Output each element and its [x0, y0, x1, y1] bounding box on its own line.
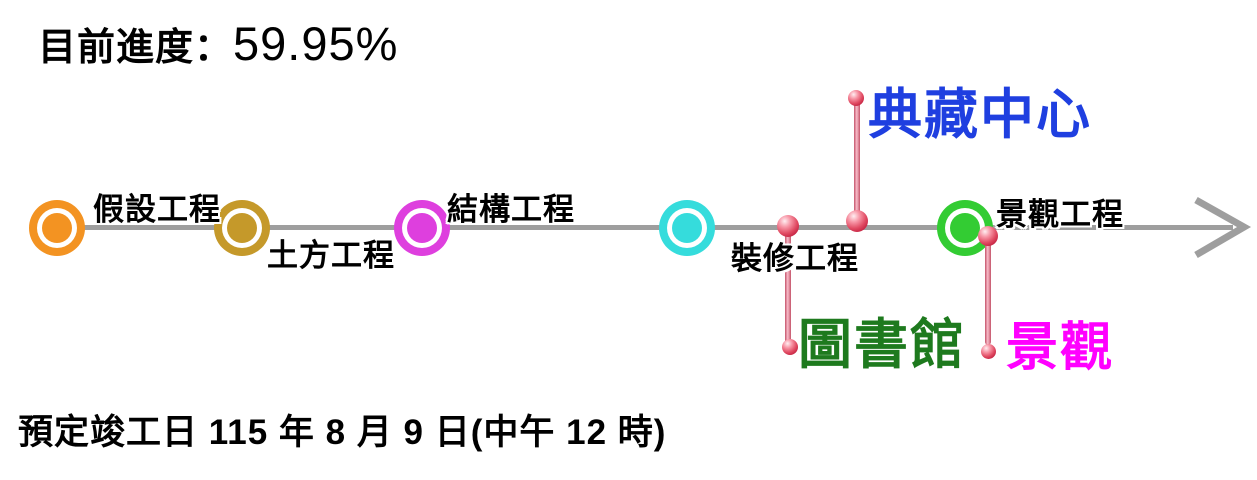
- station-marker-temporary-works: [42, 213, 72, 243]
- station-label-earthworks: 土方工程: [267, 238, 395, 273]
- pin-head-icon: [782, 339, 798, 355]
- station-label-structural: 結構工程: [447, 192, 575, 227]
- station-marker-landscaping: [950, 213, 980, 243]
- page-title: 目前進度： 59.95%: [38, 16, 398, 71]
- station-label-temporary-works: 假設工程: [93, 192, 221, 227]
- milestone-label-landscape: 景觀: [1006, 319, 1115, 377]
- milestone-pin-icon-library: [785, 232, 791, 344]
- station-marker-finishing: [672, 213, 702, 243]
- station-label-finishing: 裝修工程: [731, 241, 859, 276]
- station-marker-structural: [407, 213, 437, 243]
- progress-label: 目前進度：: [38, 27, 234, 69]
- milestone-pin-icon-collection-center: [854, 101, 860, 221]
- milestone-pin-icon-landscape: [985, 242, 991, 345]
- pin-head-icon: [981, 344, 996, 359]
- milestone-label-library: 圖書館: [798, 315, 966, 375]
- completion-date-text: 預定竣工日 115 年 8 月 9 日(中午 12 時): [18, 413, 667, 452]
- pin-base-icon: [846, 210, 868, 232]
- timeline-axis: [57, 225, 1233, 230]
- pin-base-icon: [978, 226, 998, 246]
- station-label-landscaping: 景觀工程: [996, 197, 1124, 232]
- milestone-label-collection-center: 典藏中心: [868, 85, 1092, 145]
- station-marker-earthworks: [227, 213, 257, 243]
- arrow-right-icon: [1194, 196, 1252, 259]
- pin-base-icon: [777, 215, 799, 237]
- progress-value: 59.95%: [233, 17, 399, 70]
- pin-head-icon: [848, 90, 864, 106]
